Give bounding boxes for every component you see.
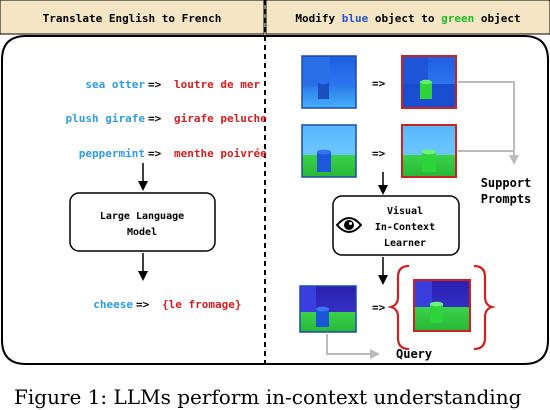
learner-box-line3: Learner: [384, 238, 426, 249]
llm-box: [69, 192, 216, 252]
right-header-title: Modify blue object to green object: [295, 12, 520, 25]
llm-box-line1: Large Language: [100, 211, 184, 222]
eye-icon: [335, 217, 363, 233]
header-word-blue: blue: [342, 12, 369, 25]
translation-example-2: plush girafe => girafe peluche: [66, 112, 268, 125]
learner-box: [332, 195, 460, 256]
output-bracket-right: [473, 264, 496, 351]
query-arrow: =>: [136, 298, 150, 311]
example-source: plush girafe: [66, 112, 146, 125]
output-bracket-left: [387, 264, 410, 351]
query-source: cheese: [93, 298, 133, 311]
figure-caption: Figure 1: LLMs perform in-context unders…: [14, 385, 522, 409]
query-target: {le fromage}: [162, 298, 241, 311]
query-input-image: [299, 285, 357, 333]
query-output: cheese => {le fromage}: [93, 298, 241, 311]
example-arrow: =>: [148, 112, 162, 125]
example-source: sea otter: [85, 78, 145, 91]
translation-example-1: sea otter => loutre de mer: [85, 78, 260, 91]
query-label: Query: [396, 347, 432, 361]
arrow-row1: =>: [372, 77, 386, 90]
learner-box-line2: In-Context: [375, 222, 435, 233]
support-prompts-connector: [458, 81, 519, 165]
support-prompts-label-line2: Prompts: [481, 192, 532, 206]
example-target: loutre de mer: [174, 78, 260, 91]
left-header-bg: [0, 0, 265, 35]
translation-example-3: peppermint => menthe poivrée: [79, 147, 267, 160]
right-header-bg: [265, 0, 550, 35]
example-arrow: =>: [148, 147, 162, 160]
example-arrow: =>: [148, 78, 162, 91]
example-target: menthe poivrée: [174, 147, 267, 160]
support-output-image-1: [401, 55, 457, 109]
arrow-query: =>: [372, 301, 386, 314]
example-source: peppermint: [79, 147, 145, 160]
example-target: girafe peluche: [174, 112, 267, 125]
llm-box-line2: Model: [127, 227, 157, 238]
outer-frame: [1, 35, 549, 365]
query-connector: [326, 334, 380, 359]
query-output-image: [413, 279, 471, 332]
left-header-title: Translate English to French: [43, 12, 222, 25]
support-input-image-1: [301, 55, 357, 109]
support-prompts-label-line1: Support: [481, 176, 532, 190]
header-word-green: green: [441, 12, 474, 25]
support-input-image-2: [301, 124, 357, 178]
learner-box-line1: Visual: [387, 205, 423, 217]
support-output-image-2: [401, 124, 457, 178]
arrow-row2: =>: [372, 147, 386, 160]
